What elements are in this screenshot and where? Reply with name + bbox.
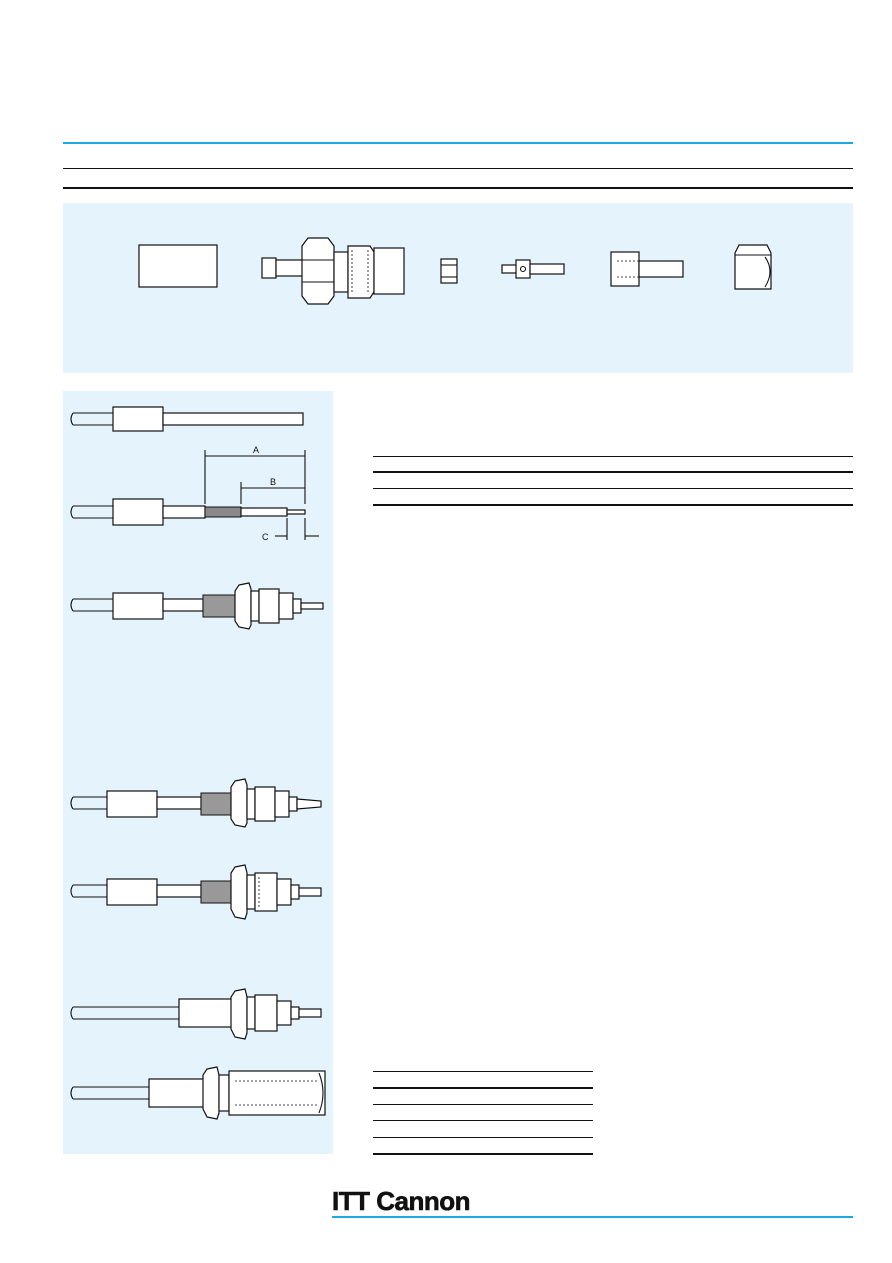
component-contact <box>501 259 565 279</box>
brand-logo: ITT Cannon <box>332 1186 471 1217</box>
footer-accent-rule <box>332 1216 853 1218</box>
components-panel <box>63 203 853 373</box>
step-2-cable-strip-dimensions <box>70 450 319 540</box>
assembly-steps-panel: A B C <box>63 391 333 1154</box>
dimension-a-label: A <box>253 445 260 455</box>
table-2-rule-3 <box>373 1104 593 1105</box>
header-accent-rule <box>63 142 853 144</box>
table-1-rule-4 <box>373 504 853 506</box>
step-4-contact-assembly <box>70 778 322 828</box>
header-rule-1 <box>63 168 853 169</box>
table-1-rule-2 <box>373 471 853 473</box>
component-end-cap <box>734 244 772 290</box>
table-2-rule-2 <box>373 1087 593 1089</box>
dimension-c-label: C <box>262 532 269 542</box>
table-2-rule-5 <box>373 1137 593 1138</box>
dimension-b-label: B <box>270 477 277 487</box>
header-rule-2 <box>63 187 853 189</box>
step-7-final-assembly <box>70 1066 326 1120</box>
table-2-rule-1 <box>373 1071 593 1072</box>
table-2-rule-4 <box>373 1120 593 1121</box>
step-5-insulator-assembly <box>70 864 322 920</box>
table-1-rule-3 <box>373 488 853 489</box>
table-1-rule-1 <box>373 456 853 457</box>
component-ferrule <box>138 244 218 288</box>
step-6-body-assembly <box>70 988 322 1040</box>
component-insulator <box>610 251 684 287</box>
component-body-nut-assembly <box>261 237 405 305</box>
step-3-braid-nut-assembly <box>70 582 324 630</box>
component-washer <box>440 258 458 284</box>
step-1-cable-ferrule <box>70 406 304 432</box>
table-2-rule-6 <box>373 1153 593 1155</box>
